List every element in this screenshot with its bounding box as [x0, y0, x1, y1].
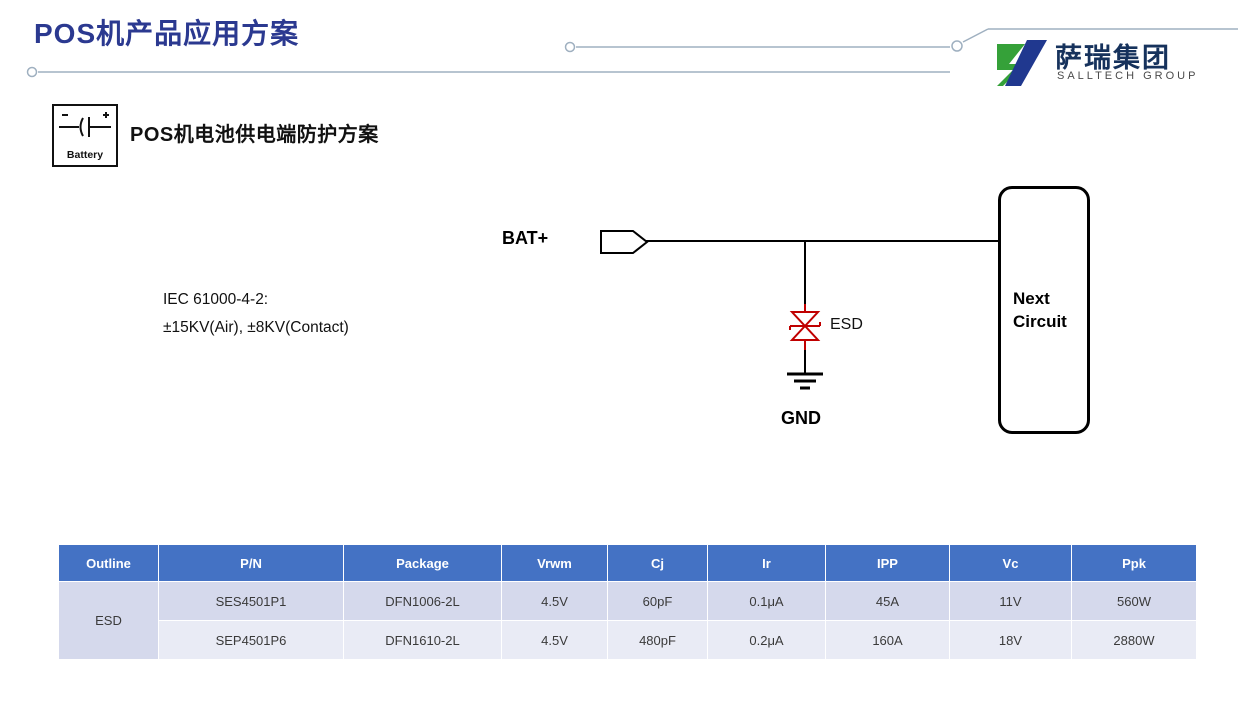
table-cell: 4.5V [501, 581, 608, 621]
col-header-ipp: IPP [825, 544, 950, 582]
page-title: POS机产品应用方案 [34, 18, 300, 49]
iec-line1: IEC 61000-4-2: [163, 291, 269, 308]
esd-label: ESD [830, 316, 863, 333]
table-cell: 4.5V [501, 620, 608, 660]
wire-vertical-top [804, 240, 806, 308]
bat-plus-label: BAT+ [502, 228, 549, 248]
table-cell: SEP4501P6 [158, 620, 344, 660]
col-header-vc: Vc [949, 544, 1072, 582]
iec-line2: ±15KV(Air), ±8KV(Contact) [163, 319, 349, 336]
col-header-cj: Cj [607, 544, 708, 582]
wire-horizontal [646, 240, 999, 242]
table-cell: 0.1μA [707, 581, 826, 621]
table-cell: 60pF [607, 581, 708, 621]
table-cell: 560W [1071, 581, 1197, 621]
next-circuit-block: Next Circuit [998, 186, 1090, 434]
logo: 萨瑞集团 SALLTECH GROUP [993, 34, 1208, 90]
col-header-ir: Ir [707, 544, 826, 582]
gnd-label: GND [781, 408, 821, 428]
spec-table: Outline P/N Package Vrwm Cj Ir IPP Vc Pp… [58, 544, 1197, 660]
battery-symbol-icon [59, 112, 111, 137]
logo-name: 萨瑞集团 [1055, 43, 1171, 73]
table-row: ESD SES4501P1 DFN1006-2L 4.5V 60pF 0.1μA… [58, 581, 1197, 660]
table-cell: 0.2μA [707, 620, 826, 660]
signal-connector-icon [600, 230, 649, 254]
battery-icon: Battery [52, 104, 118, 167]
iec-standard-note: IEC 61000-4-2: ±15KV(Air), ±8KV(Contact) [163, 286, 349, 342]
logo-mark-icon [997, 40, 1047, 86]
table-cell: SES4501P1 [158, 581, 344, 621]
battery-icon-label: Battery [66, 149, 104, 161]
col-header-ppk: Ppk [1071, 544, 1197, 582]
ground-icon [787, 372, 823, 390]
next-circuit-line2: Circuit [1013, 312, 1067, 331]
table-cell: 11V [949, 581, 1072, 621]
next-circuit-line1: Next [1013, 289, 1050, 308]
table-row: SEP4501P6 DFN1610-2L 4.5V 480pF 0.2μA 16… [59, 620, 1197, 660]
esd-diode-icon [789, 304, 821, 350]
col-header-outline: Outline [58, 544, 159, 582]
wire-vertical-bottom [804, 346, 806, 374]
col-header-pn: P/N [158, 544, 344, 582]
col-header-vrwm: Vrwm [501, 544, 608, 582]
section-heading: POS机电池供电端防护方案 [130, 124, 379, 146]
table-cell: 18V [949, 620, 1072, 660]
table-cell: 2880W [1071, 620, 1197, 660]
table-cell: 160A [825, 620, 950, 660]
col-header-package: Package [343, 544, 502, 582]
table-cell: DFN1610-2L [343, 620, 502, 660]
table-cell: DFN1006-2L [343, 581, 502, 621]
outline-cell: ESD [58, 581, 159, 660]
table-cell: 45A [825, 581, 950, 621]
table-cell: 480pF [607, 620, 708, 660]
table-header-row: Outline P/N Package Vrwm Cj Ir IPP Vc Pp… [58, 544, 1197, 582]
logo-subtitle: SALLTECH GROUP [1057, 70, 1199, 82]
